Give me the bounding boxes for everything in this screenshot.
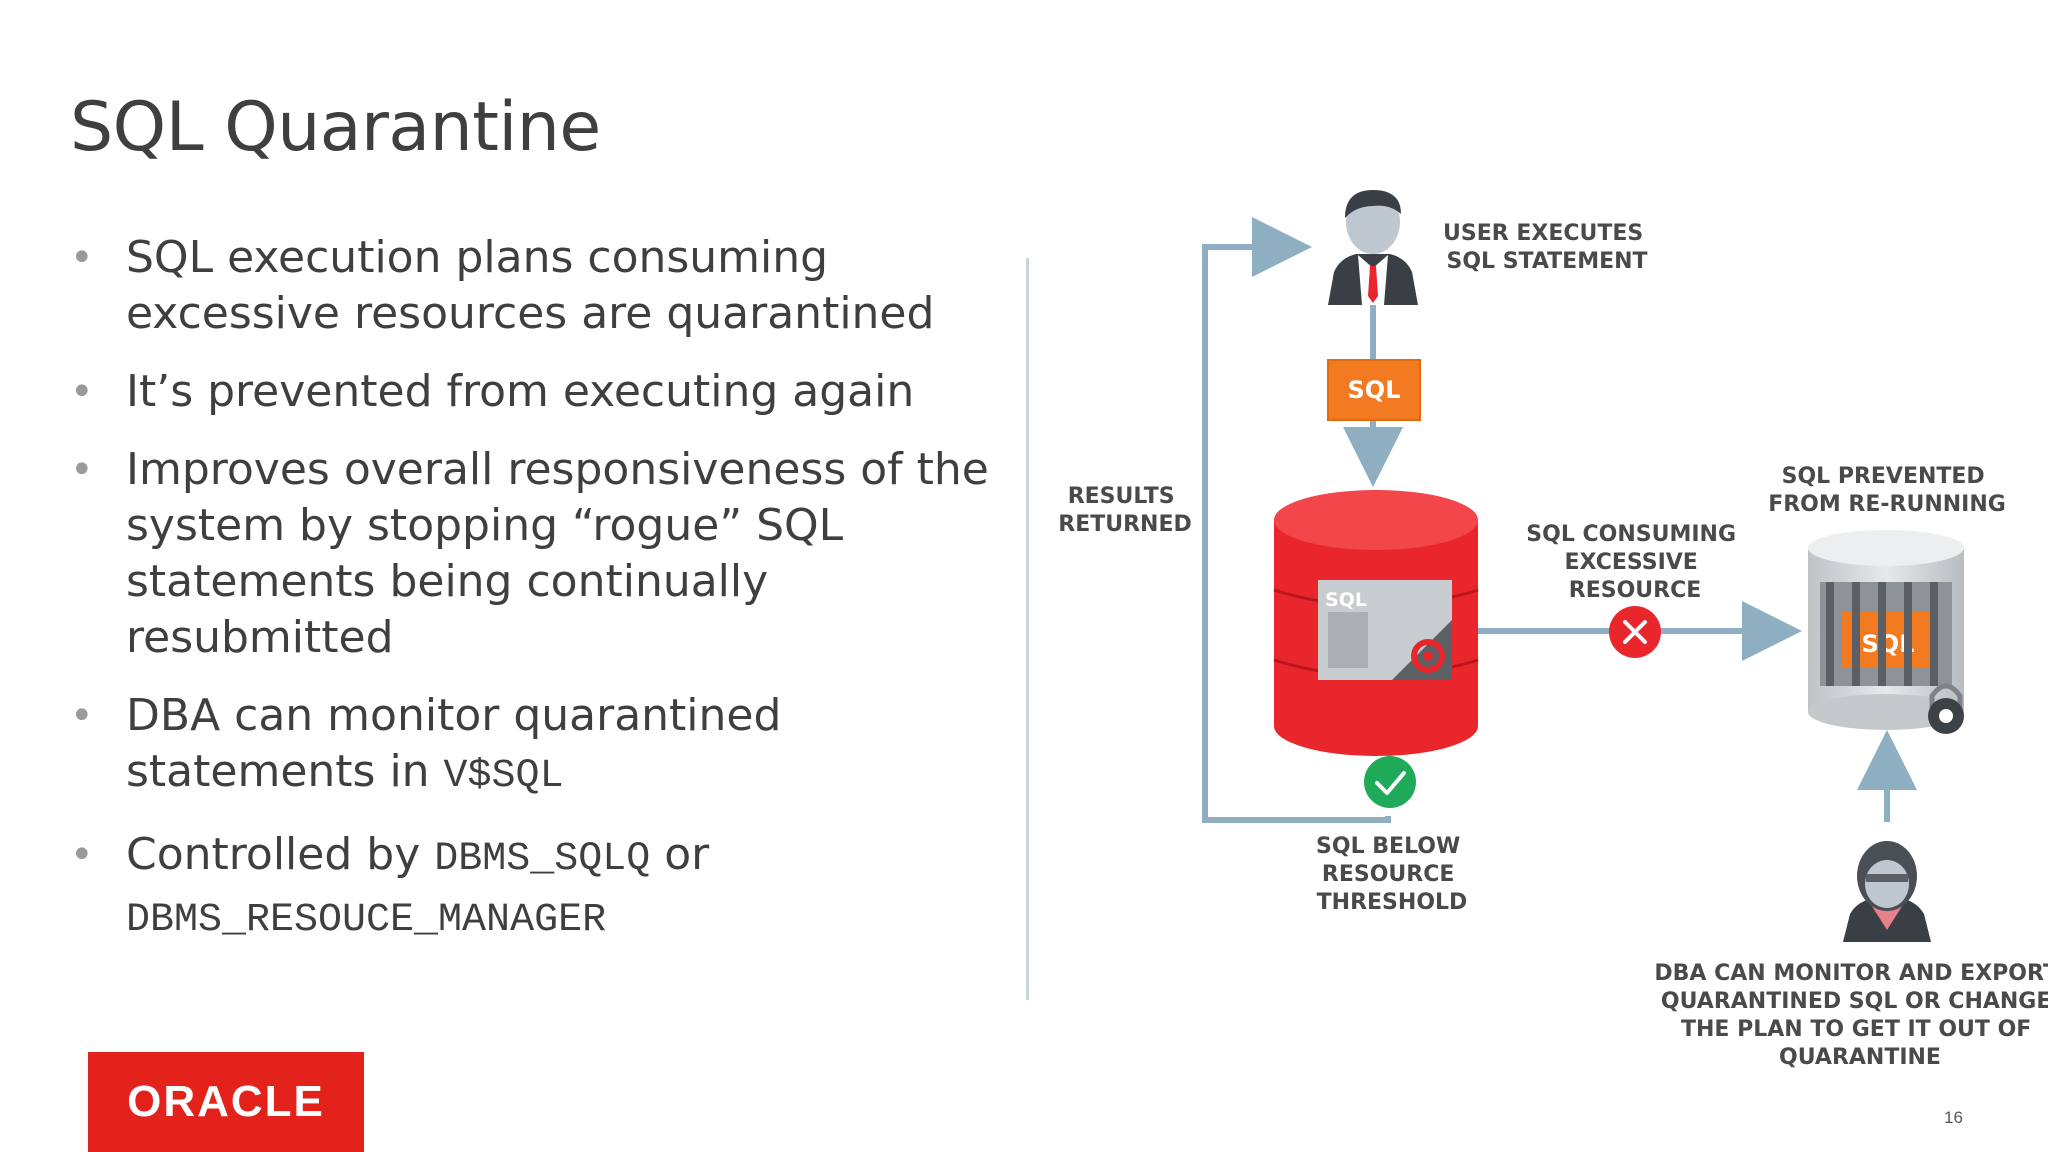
- bullet-text: DBA can monitor quarantined statements i…: [126, 690, 782, 797]
- bullet-text: It’s prevented from executing again: [126, 366, 915, 417]
- user-icon: [1328, 190, 1418, 305]
- bullet-text: Controlled by: [126, 829, 435, 880]
- user-executes-label: USER EXECUTES SQL STATEMENT: [1443, 221, 1651, 274]
- results-returned-label: RESULTS RETURNED: [1058, 484, 1191, 537]
- bullet-text: or: [650, 829, 710, 880]
- bullet-item: • It’s prevented from executing again: [70, 364, 1030, 420]
- sql-below-threshold-label: SQL BELOW RESOURCE THRESHOLD: [1316, 834, 1468, 915]
- bullet-item: • Controlled by DBMS_SQLQ or DBMS_RESOUCE…: [70, 827, 1030, 949]
- bullet-marker: •: [70, 369, 94, 415]
- database-icon: SQL: [1273, 490, 1479, 756]
- bullet-text: Improves overall responsiveness of the s…: [126, 444, 989, 663]
- rejected-icon: [1609, 606, 1661, 658]
- bullet-marker: •: [70, 693, 94, 739]
- sql-prevented-label: SQL PREVENTED FROM RE-RUNNING: [1768, 464, 2006, 517]
- bullet-item: • SQL execution plans consuming excessive…: [70, 230, 1030, 342]
- db-sql-label: SQL: [1325, 589, 1367, 611]
- oracle-logo: ORACLE: [88, 1052, 364, 1152]
- code-text: DBMS_RESOUCE_MANAGER: [126, 898, 607, 943]
- results-returned-arrow: [1202, 217, 1391, 823]
- bullet-item: • DBA can monitor quarantined statements …: [70, 688, 1030, 805]
- bullet-marker: •: [70, 447, 94, 493]
- sql-box-label: SQL: [1348, 376, 1401, 404]
- dba-person-icon: [1843, 841, 1931, 942]
- bullet-marker: •: [70, 832, 94, 878]
- bullet-item: • Improves overall responsiveness of the …: [70, 442, 1030, 666]
- sql-statement-box: SQL: [1327, 359, 1421, 421]
- quarantine-cylinder-icon: SQL: [1808, 530, 1964, 734]
- code-text: DBMS_SQLQ: [434, 837, 651, 882]
- oracle-logo-text: ORACLE: [127, 1077, 325, 1126]
- slide-title: SQL Quarantine: [70, 88, 601, 167]
- vertical-divider: [1026, 258, 1029, 1000]
- code-text: V$SQL: [443, 754, 564, 799]
- sql-consuming-label: SQL CONSUMING EXCESSIVE RESOURCE: [1526, 522, 1743, 603]
- dba-monitor-label: DBA CAN MONITOR AND EXPORT QUARANTINED S…: [1654, 961, 2048, 1070]
- approved-check-icon: [1364, 756, 1416, 808]
- bullet-marker: •: [70, 235, 94, 281]
- bullet-text: SQL execution plans consuming excessive …: [126, 232, 935, 339]
- bullet-list: • SQL execution plans consuming excessive…: [70, 230, 1030, 971]
- page-number: 16: [1944, 1108, 1963, 1127]
